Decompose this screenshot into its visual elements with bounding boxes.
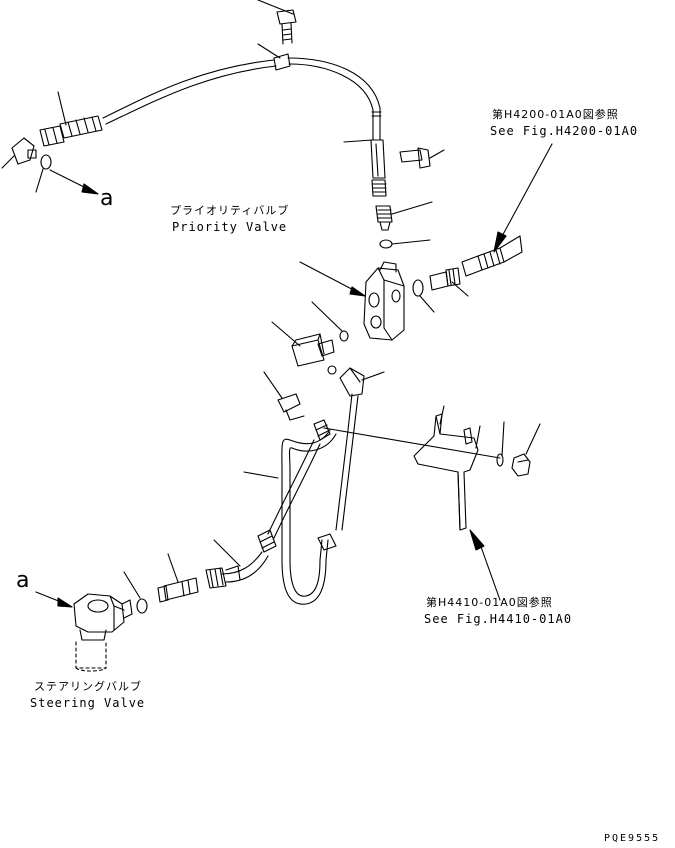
drawing-code: PQE9555 <box>604 833 661 844</box>
elbow-lower <box>339 367 385 397</box>
mounting-bracket <box>413 405 481 531</box>
elbow-left <box>1 137 37 169</box>
right-port-fittings <box>412 235 523 313</box>
left-port-fittings <box>271 301 349 367</box>
priority-valve <box>299 261 405 341</box>
o-ring-left <box>35 154 52 193</box>
arrow-ref-h4410 <box>469 529 501 601</box>
arrow-to-a-top <box>49 169 99 195</box>
o-ring-lower <box>327 365 337 375</box>
priority-valve-label-en: Priority Valve <box>172 220 288 234</box>
top-bolt <box>257 0 297 45</box>
connection-a-bottom: a <box>16 568 30 593</box>
o-ring-upper <box>379 239 431 249</box>
ref-h4200-label-jp: 第H4200-01A0図参照 <box>492 108 619 121</box>
lower-adapter <box>157 553 199 603</box>
ref-h4200-label-en: See Fig.H4200-01A0 <box>490 124 639 138</box>
arrow-to-a-bottom <box>35 591 73 608</box>
top-hose <box>102 57 381 125</box>
ref-h4410-label-jp: 第H4410-01A0図参照 <box>426 596 553 609</box>
steering-valve-label-jp: ステアリングバルブ <box>34 680 142 693</box>
steering-valve <box>73 593 133 672</box>
union-fitting <box>375 201 433 231</box>
connection-a-top: a <box>100 186 114 211</box>
steering-tubes <box>243 393 359 605</box>
washer-nut <box>496 421 541 477</box>
steering-valve-label-en: Steering Valve <box>30 696 146 710</box>
priority-valve-label-jp: プライオリティバルブ <box>170 204 290 217</box>
lower-hose <box>205 539 269 589</box>
vertical-hose <box>343 107 387 197</box>
arrow-ref-h4200 <box>493 143 553 253</box>
hose-fitting-left <box>39 91 103 147</box>
small-elbow <box>263 371 305 421</box>
o-ring-steering <box>123 571 148 614</box>
side-bolt <box>399 147 445 169</box>
ref-h4410-label-en: See Fig.H4410-01A0 <box>424 612 573 626</box>
